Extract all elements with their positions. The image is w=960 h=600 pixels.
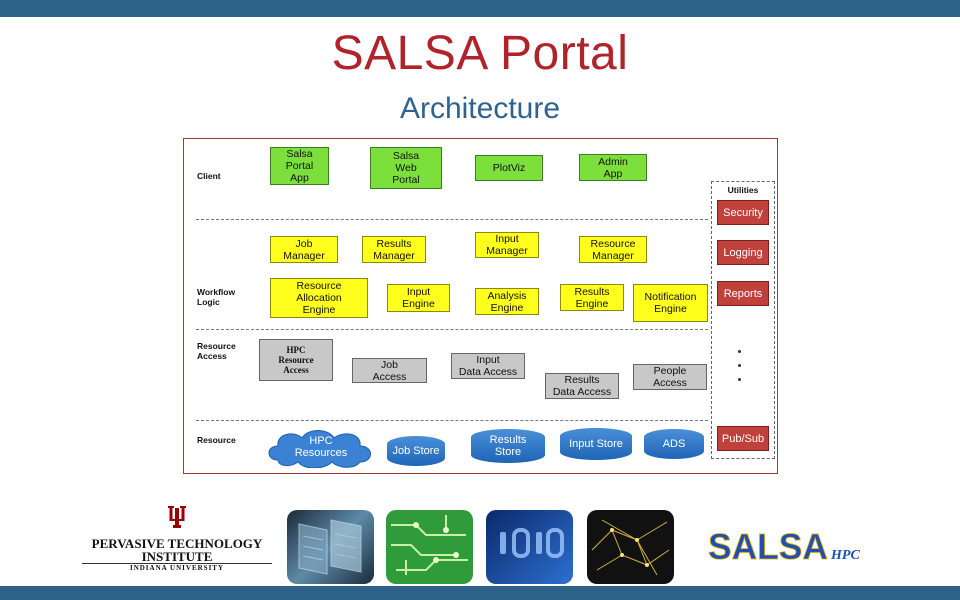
input-engine-box: Input Engine: [387, 284, 450, 312]
pti-university-line: INDIANA UNIVERSITY: [129, 564, 225, 572]
resource-allocation-engine-box: Resource Allocation Engine: [270, 278, 368, 318]
job-manager-box: Job Manager: [270, 236, 338, 263]
server-racks-graphic: [298, 519, 362, 575]
utilities-panel: Utilities: [711, 181, 775, 459]
pti-name-line2: INSTITUTE: [141, 549, 213, 564]
layer-label-workflow: Workflow Logic: [197, 287, 236, 307]
input-store-cylinder: Input Store: [560, 428, 632, 460]
notification-engine-box: Notification Engine: [633, 284, 708, 322]
svg-text:SALSA: SALSA: [708, 527, 828, 567]
architecture-diagram: Client Workflow Logic Resource Access Re…: [183, 138, 778, 474]
job-access-box: Job Access: [352, 358, 427, 383]
results-data-access-box: Results Data Access: [545, 373, 619, 399]
ellipsis-dot: [738, 350, 741, 353]
results-engine-box: Results Engine: [560, 284, 624, 311]
binary-code-image: [486, 510, 573, 584]
logging-box: Logging: [717, 240, 769, 265]
pub-sub-box: Pub/Sub: [717, 426, 769, 451]
layer-label-resource: Resource: [197, 435, 236, 445]
pti-name-line1: PERVASIVE TECHNOLOGY: [91, 536, 263, 551]
people-access-box: People Access: [633, 364, 707, 390]
top-banner: [0, 0, 960, 17]
layer-separator: [196, 420, 708, 421]
ellipsis-dot: [738, 364, 741, 367]
network-map-graphic: [591, 519, 670, 576]
ellipsis-dot: [738, 378, 741, 381]
job-store-cylinder: Job Store: [387, 436, 445, 466]
input-data-access-box: Input Data Access: [451, 353, 525, 379]
network-map-image: [587, 510, 674, 584]
resource-manager-box: Resource Manager: [579, 236, 647, 263]
layer-separator: [196, 219, 708, 220]
salsa-web-portal-box: Salsa Web Portal: [370, 147, 442, 189]
security-box: Security: [717, 200, 769, 225]
results-manager-box: Results Manager: [362, 236, 426, 263]
bottom-banner: [0, 586, 960, 600]
salsa-hpc-logo: SALSA HPC: [708, 527, 860, 567]
layer-label-client: Client: [197, 171, 221, 181]
page-subtitle: Architecture: [399, 92, 561, 125]
input-manager-box: Input Manager: [475, 232, 539, 258]
hpc-resource-access-box: HPC Resource Access: [259, 339, 333, 381]
indiana-university-trident-icon: [168, 506, 186, 528]
results-store-cylinder: Results Store: [471, 429, 545, 463]
ads-cylinder: ADS: [644, 429, 704, 459]
hpc-resources-label: HPC Resources: [294, 435, 348, 459]
layer-label-resource-access: Resource Access: [197, 341, 236, 361]
plotviz-box: PlotViz: [475, 155, 543, 181]
hpc-resources-cloud: [268, 430, 371, 468]
layer-separator: [196, 329, 708, 330]
analysis-engine-box: Analysis Engine: [475, 288, 539, 315]
binary-code-graphic: [500, 528, 564, 558]
circuit-board-graphic: [391, 515, 468, 575]
svg-text:HPC: HPC: [830, 548, 860, 563]
page-title: SALSA Portal: [331, 27, 629, 80]
salsa-portal-app-box: Salsa Portal App: [270, 147, 329, 185]
reports-box: Reports: [717, 281, 769, 306]
pti-logo: PERVASIVE TECHNOLOGY INSTITUTE INDIANA U…: [82, 504, 272, 576]
circuit-board-image: [386, 510, 473, 584]
server-racks-image: [287, 510, 374, 584]
pti-divider: [82, 563, 272, 564]
admin-app-box: Admin App: [579, 154, 647, 181]
utilities-title: Utilities: [727, 185, 759, 195]
